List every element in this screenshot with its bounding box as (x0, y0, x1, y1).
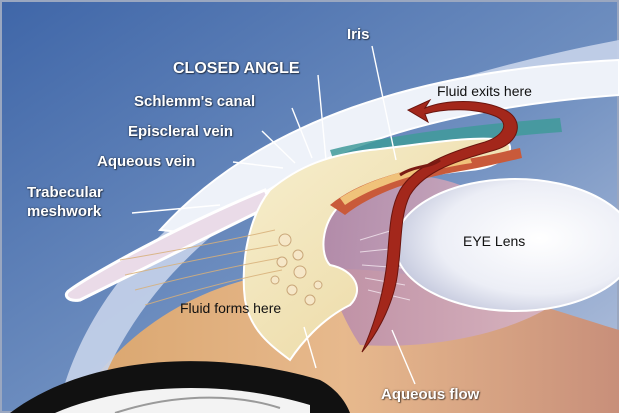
label-trabecular: Trabecular (27, 185, 103, 200)
label-eye-lens: EYE Lens (463, 234, 525, 248)
label-iris: Iris (347, 27, 370, 42)
label-aqueous-flow: Aqueous flow (381, 387, 479, 402)
label-episcleral-vein: Episcleral vein (128, 124, 233, 139)
label-fluid-exits: Fluid exits here (437, 84, 532, 98)
label-meshwork: meshwork (27, 204, 101, 219)
label-closed-angle: CLOSED ANGLE (173, 61, 300, 77)
label-schlemms-canal: Schlemm's canal (134, 94, 255, 109)
label-aqueous-vein: Aqueous vein (97, 154, 195, 169)
label-fluid-forms: Fluid forms here (180, 301, 281, 315)
